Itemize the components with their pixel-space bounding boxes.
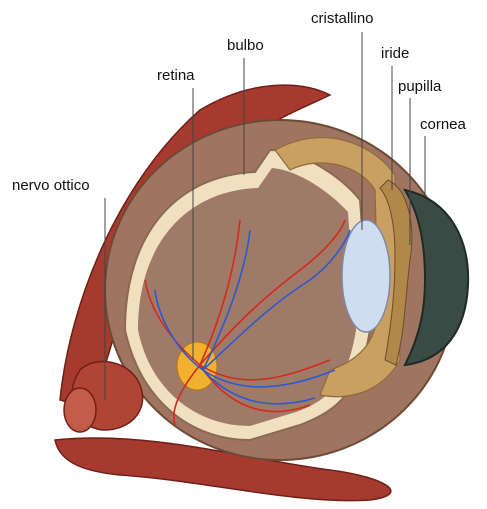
label-iride: iride	[381, 45, 409, 63]
label-nervo-ottico: nervo ottico	[12, 177, 90, 195]
label-retina: retina	[157, 67, 195, 85]
label-pupilla: pupilla	[398, 78, 441, 96]
label-cristallino: cristallino	[311, 10, 374, 28]
label-bulbo: bulbo	[227, 37, 264, 55]
label-cornea: cornea	[420, 116, 466, 134]
lens	[342, 220, 390, 332]
optic-nerve-end	[64, 388, 96, 432]
